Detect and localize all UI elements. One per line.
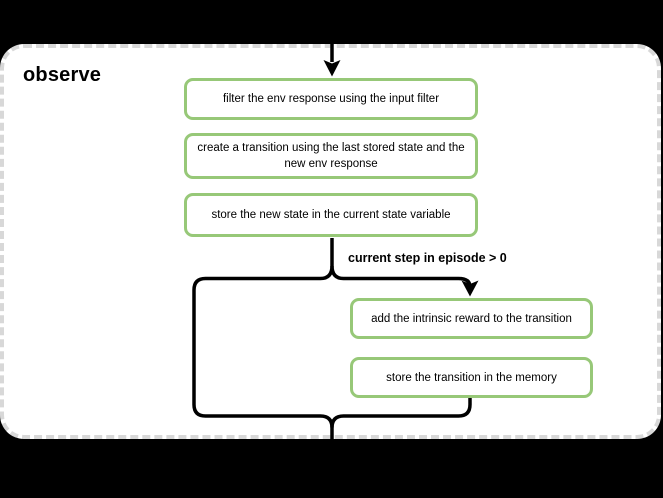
node-label-line2: new env response — [284, 158, 378, 170]
node-store-new-state: store the new state in the current state… — [184, 193, 478, 237]
node-label: store the new state in the current state… — [211, 209, 451, 221]
group-title: observe — [23, 64, 102, 86]
node-create-transition: create a transition using the last store… — [184, 133, 478, 179]
node-label: add the intrinsic reward to the transiti… — [371, 312, 572, 325]
node-label-line1: create a transition using the last store… — [197, 142, 465, 154]
condition-label: current step in episode > 0 — [348, 251, 507, 265]
node-filter-env-response: filter the env response using the input … — [184, 78, 478, 120]
node-label: filter the env response using the input … — [222, 93, 440, 105]
node-store-transition: store the transition in the memory — [350, 357, 593, 398]
node-add-intrinsic-reward: add the intrinsic reward to the transiti… — [350, 298, 593, 339]
node-label: store the transition in the memory — [386, 371, 557, 384]
